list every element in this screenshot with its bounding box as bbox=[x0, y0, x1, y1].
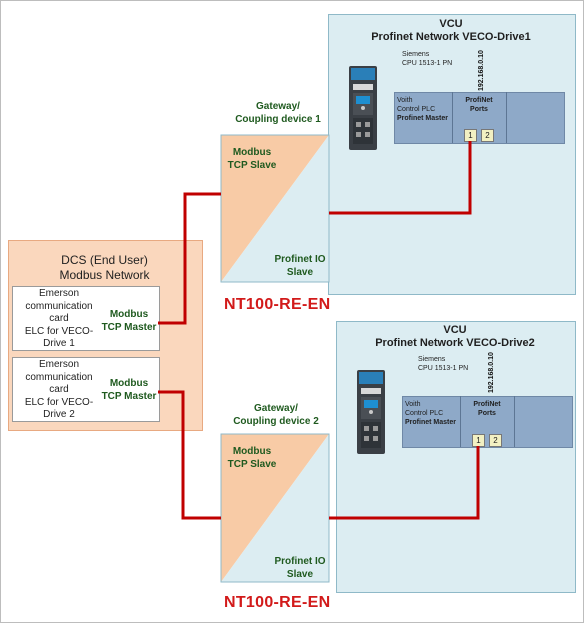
gateway2-heading-line1: Gateway/ bbox=[254, 403, 298, 414]
gateway1-bottom-line1: Profinet IO bbox=[274, 254, 326, 265]
vcu1-plc-label: Voith Control PLC Profinet Master bbox=[397, 96, 457, 123]
vcu2-box bbox=[336, 321, 576, 593]
gateway2-heading-line2: Coupling device 2 bbox=[233, 415, 319, 427]
gateway2-heading: Gateway/ Coupling device 2 bbox=[224, 403, 328, 428]
dcs-card2-line: Emerson bbox=[38, 359, 79, 370]
gateway2-top-line2: TCP Slave bbox=[227, 458, 277, 470]
vcu1-cpu-label: Siemens CPU 1513-1 PN bbox=[402, 50, 472, 68]
dcs-card-1[interactable] bbox=[12, 286, 160, 351]
dcs-card2-line: Drive 2 bbox=[43, 409, 75, 420]
vcu2-ports-label: ProfiNet Ports bbox=[462, 400, 512, 418]
dcs-card2-role-line2: TCP Master bbox=[101, 390, 157, 402]
gateway1-modbus-label: Modbus TCP Slave bbox=[224, 147, 280, 172]
dcs-card1-line: communication bbox=[25, 300, 93, 312]
gateway1-bottom-line2: Slave bbox=[286, 266, 314, 278]
gateway1-product-name: NT100-RE-EN bbox=[224, 296, 331, 313]
vcu1-plc-separator bbox=[452, 92, 453, 143]
vcu1-box bbox=[328, 14, 576, 295]
gateway1-outline bbox=[220, 134, 330, 283]
dcs-card2-line: communication bbox=[25, 371, 93, 383]
gateway2-box bbox=[220, 433, 330, 583]
dcs-card2-line: ELC for VECO- bbox=[24, 396, 94, 408]
dcs-title-line1: DCS (End User) bbox=[61, 253, 148, 267]
dcs-card2-line: card bbox=[49, 384, 69, 395]
vcu1-port-2[interactable]: 2 bbox=[481, 129, 494, 142]
vcu1-plc-bar bbox=[394, 92, 565, 144]
dcs-title: DCS (End User) Modbus Network bbox=[8, 253, 201, 283]
gateway2-bottom-line2: Slave bbox=[286, 568, 314, 580]
vcu1-ports-label: ProfiNet Ports bbox=[454, 96, 504, 114]
vcu2-title-line1: VCU bbox=[443, 324, 467, 336]
dcs-title-line2: Modbus Network bbox=[59, 268, 150, 282]
gateway2-profinet-side bbox=[221, 434, 329, 582]
cable-dcs2-to-gateway2 bbox=[158, 390, 221, 520]
vcu2-cpu-line1: Siemens bbox=[418, 356, 446, 363]
gateway2-product-name: NT100-RE-EN bbox=[224, 594, 331, 611]
dcs-card1-role-line1: Modbus bbox=[109, 309, 149, 320]
vcu2-plc-separator bbox=[460, 396, 461, 447]
plc-device-1-icon bbox=[349, 66, 377, 150]
vcu1-plc-line1: Voith bbox=[397, 97, 413, 104]
gateway2-modbus-label: Modbus TCP Slave bbox=[224, 446, 280, 471]
cable-gateway1-to-vcu1 bbox=[329, 141, 472, 215]
vcu2-title-line2: Profinet Network VECO-Drive2 bbox=[375, 337, 535, 349]
dcs-card1-role-line2: TCP Master bbox=[101, 321, 157, 333]
dcs-card1-role: Modbus TCP Master bbox=[96, 309, 162, 334]
vcu2-port-2[interactable]: 2 bbox=[489, 434, 502, 447]
vcu2-title: VCU Profinet Network VECO-Drive2 bbox=[336, 324, 574, 350]
vcu1-cpu-line2: CPU 1513-1 PN bbox=[402, 60, 453, 67]
cable-dcs1-to-gateway1 bbox=[158, 192, 221, 325]
vcu1-plc-line2: Control PLC bbox=[397, 106, 436, 113]
gateway2-outline bbox=[220, 433, 330, 583]
dcs-card1-line: ELC for VECO- bbox=[24, 325, 94, 337]
gateway1-profinet-label: Profinet IO Slave bbox=[268, 254, 332, 279]
dcs-card2-text: Emerson communication card ELC for VECO-… bbox=[18, 359, 100, 422]
dcs-card2-role-line1: Modbus bbox=[109, 378, 149, 389]
vcu1-title-line2: Profinet Network VECO-Drive1 bbox=[371, 31, 531, 43]
gateway1-top-line1: Modbus bbox=[232, 147, 272, 158]
vcu2-cpu-line2: CPU 1513-1 PN bbox=[418, 365, 469, 372]
dcs-card1-line: Emerson bbox=[38, 288, 79, 299]
vcu1-title: VCU Profinet Network VECO-Drive1 bbox=[328, 18, 574, 44]
dcs-card1-text: Emerson communication card ELC for VECO-… bbox=[18, 288, 100, 351]
gateway1-heading-line1: Gateway/ bbox=[256, 101, 300, 112]
dcs-card1-line: card bbox=[49, 313, 69, 324]
vcu2-plc-line1: Voith bbox=[405, 401, 421, 408]
plc-device-2-icon bbox=[357, 370, 385, 454]
dcs-card1-line: Drive 1 bbox=[43, 338, 75, 349]
vcu1-ports-line2: Ports bbox=[470, 106, 488, 113]
dcs-card2-role: Modbus TCP Master bbox=[96, 378, 162, 403]
vcu1-ports-line1: ProfiNet bbox=[465, 97, 493, 104]
vcu1-cpu-line1: Siemens bbox=[402, 51, 430, 58]
vcu1-title-line1: VCU bbox=[439, 18, 463, 30]
gateway1-box bbox=[220, 134, 330, 283]
vcu2-plc-line3: Profinet Master bbox=[405, 419, 456, 426]
vcu2-plc-line2: Control PLC bbox=[405, 410, 444, 417]
gateway2-top-line1: Modbus bbox=[232, 446, 272, 457]
vcu2-ports-line1: ProfiNet bbox=[473, 401, 501, 408]
gateway1-heading-line2: Coupling device 1 bbox=[235, 113, 321, 125]
vcu2-plc-label: Voith Control PLC Profinet Master bbox=[405, 400, 465, 427]
vcu1-plc-line3: Profinet Master bbox=[397, 115, 448, 122]
vcu2-port-1[interactable]: 1 bbox=[472, 434, 485, 447]
vcu2-plc-bar bbox=[402, 396, 573, 448]
gateway1-top-line2: TCP Slave bbox=[227, 159, 277, 171]
vcu2-ports-line2: Ports bbox=[478, 410, 496, 417]
gateway2-bottom-line1: Profinet IO bbox=[274, 556, 326, 567]
dcs-card-2[interactable] bbox=[12, 357, 160, 422]
gateway2-profinet-label: Profinet IO Slave bbox=[268, 556, 332, 581]
vcu1-plc-separator bbox=[506, 92, 507, 143]
cable-gateway2-to-vcu2 bbox=[329, 446, 480, 520]
vcu2-plc-separator bbox=[514, 396, 515, 447]
gateway1-profinet-side bbox=[221, 135, 329, 282]
gateway1-heading: Gateway/ Coupling device 1 bbox=[226, 101, 330, 126]
vcu2-cpu-label: Siemens CPU 1513-1 PN bbox=[418, 355, 488, 373]
